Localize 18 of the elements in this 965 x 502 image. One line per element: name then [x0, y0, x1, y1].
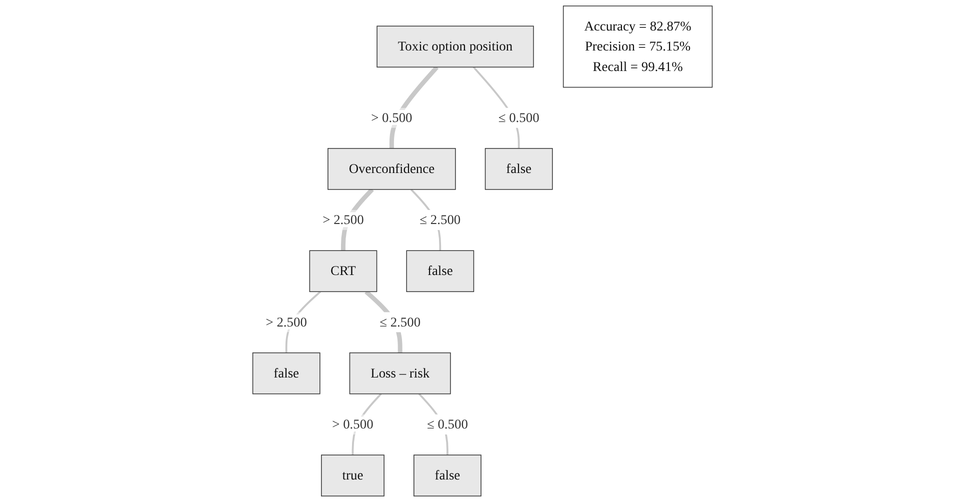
node-box: true [321, 454, 384, 496]
edge-label: ≤ 2.500 [380, 314, 421, 330]
edge-label: ≤ 0.500 [498, 110, 540, 125]
edge-label: ≤ 2.500 [420, 212, 461, 228]
node-box: false [414, 454, 482, 496]
node-box: Accuracy = 82.87% Precision = 75.15% Recall = 99.41% [562, 6, 713, 88]
node-box: false [406, 250, 474, 292]
node-box: Toxic option position [376, 26, 534, 68]
edge-label: > 0.500 [371, 110, 412, 125]
edge-label: > 2.500 [266, 314, 307, 330]
node-box: Loss – risk [349, 352, 451, 394]
edge-label: ≤ 0.500 [426, 416, 468, 432]
node-box: Overconfidence [328, 148, 456, 190]
node-box: false [252, 352, 320, 394]
node-box: false [484, 148, 553, 190]
edge-label: > 2.500 [322, 212, 364, 228]
node-box: CRT [309, 250, 378, 292]
edge-label: > 0.500 [332, 416, 374, 432]
